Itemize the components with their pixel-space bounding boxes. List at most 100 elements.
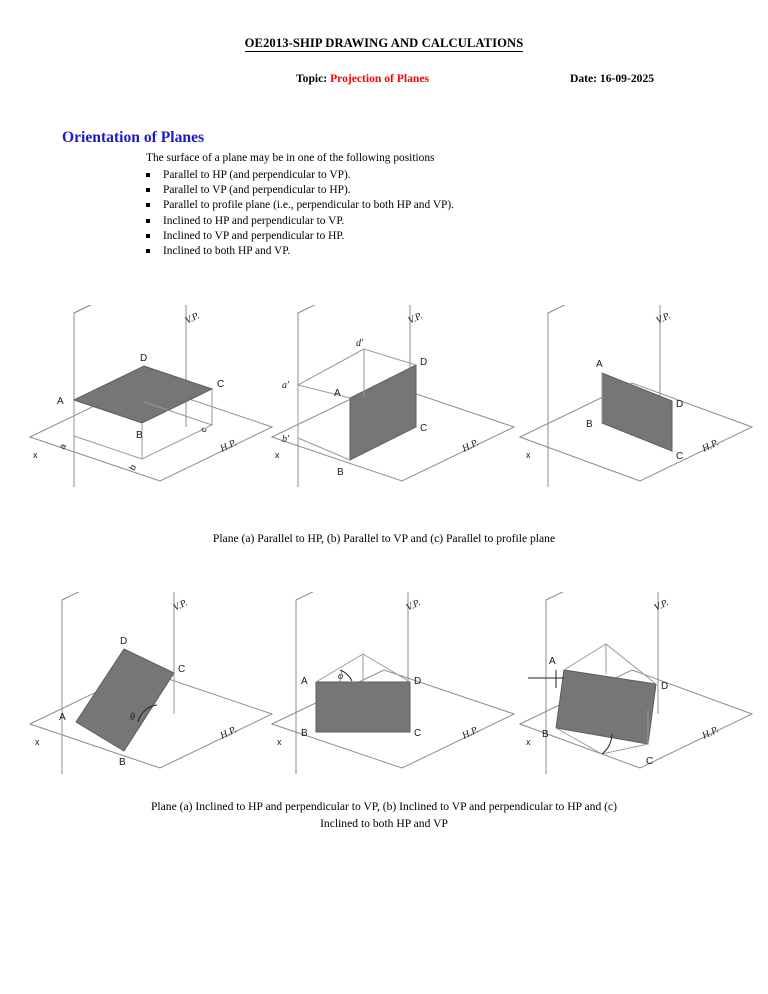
section-heading: Orientation of Planes bbox=[62, 129, 205, 146]
vertex-label-A: A bbox=[334, 388, 341, 399]
list-item: Inclined to HP and perpendicular to VP. bbox=[146, 214, 454, 229]
list-item: Parallel to VP (and perpendicular to HP)… bbox=[146, 183, 454, 198]
figure-inclined-to-both: A B C D V.P. H.P. x bbox=[506, 592, 756, 792]
vertex-label-B: B bbox=[542, 729, 549, 740]
figure-caption-row-1: Plane (a) Parallel to HP, (b) Parallel t… bbox=[212, 532, 556, 545]
figure-parallel-to-vp: A B C D a' b' d' V.P. H.P. x bbox=[268, 305, 518, 505]
vertex-label-C: C bbox=[676, 451, 683, 462]
origin-label-x: x bbox=[277, 737, 282, 747]
vertex-label-B: B bbox=[301, 728, 308, 739]
document-title: OE2013-SHIP DRAWING AND CALCULATIONS bbox=[0, 36, 768, 52]
angle-arc-theta bbox=[137, 704, 158, 723]
hp-label: H.P. bbox=[700, 437, 721, 455]
vertex-label-C: C bbox=[178, 664, 185, 675]
vertex-label-C: C bbox=[217, 379, 224, 390]
vertex-label-A: A bbox=[301, 676, 308, 687]
projection-label-b-prime: b' bbox=[282, 434, 290, 445]
angle-arc-base bbox=[601, 733, 613, 755]
shaded-plane-ABCD bbox=[555, 669, 657, 745]
list-item-label: Inclined to HP and perpendicular to VP. bbox=[163, 214, 345, 227]
shaded-plane-ABCD bbox=[315, 681, 411, 733]
origin-label-x: x bbox=[33, 450, 38, 460]
hp-label: H.P. bbox=[460, 724, 481, 742]
topic-label: Topic: bbox=[296, 72, 328, 85]
figure-inclined-to-vp: ϕ A B C D V.P. H.P. x bbox=[268, 592, 518, 792]
bullet-square-icon bbox=[146, 188, 150, 193]
projector-a-prime bbox=[297, 384, 351, 399]
vertex-label-C: C bbox=[646, 756, 653, 767]
diagram-parallel-to-vp: A B C D a' b' d' V.P. H.P. x bbox=[270, 305, 516, 487]
vertex-label-D: D bbox=[661, 681, 668, 692]
vp-trace-ad bbox=[297, 348, 365, 386]
vertex-label-B: B bbox=[136, 430, 143, 441]
hp-plane-outline bbox=[270, 382, 516, 482]
angle-label-theta: θ bbox=[130, 712, 135, 723]
bullet-square-icon bbox=[146, 218, 150, 223]
origin-label-x: x bbox=[35, 737, 40, 747]
bullet-square-icon bbox=[146, 233, 150, 238]
vertex-label-C: C bbox=[420, 423, 427, 434]
bullet-square-icon bbox=[146, 249, 150, 254]
angle-arc-phi bbox=[339, 669, 353, 682]
topic-date-row: Topic: Projection of Planes Date: 16-09-… bbox=[0, 72, 768, 90]
section-intro: The surface of a plane may be in one of … bbox=[146, 152, 435, 164]
projection-label-a-prime: a' bbox=[282, 380, 290, 391]
figure-row-1: A B C D a b c V.P. H.P. x bbox=[0, 305, 768, 505]
bullet-square-icon bbox=[146, 203, 150, 208]
vertex-label-A: A bbox=[57, 396, 64, 407]
orientation-bullet-list: Parallel to HP (and perpendicular to VP)… bbox=[146, 168, 454, 259]
angle-label-phi: ϕ bbox=[338, 671, 343, 682]
hp-label: H.P. bbox=[460, 437, 481, 455]
list-item: Parallel to profile plane (i.e., perpend… bbox=[146, 198, 454, 213]
document-title-text: OE2013-SHIP DRAWING AND CALCULATIONS bbox=[244, 36, 524, 52]
figure-parallel-to-hp: A B C D a b c V.P. H.P. x bbox=[26, 305, 276, 505]
figure-caption-row-2-line2: Inclined to both HP and VP bbox=[320, 817, 448, 830]
shaded-plane-ABCD bbox=[72, 365, 214, 424]
vp-label: V.P. bbox=[406, 310, 424, 326]
vertex-label-B: B bbox=[337, 467, 344, 478]
vertex-label-B: B bbox=[586, 419, 593, 430]
topic-value: Projection of Planes bbox=[330, 72, 430, 85]
vp-label: V.P. bbox=[652, 597, 670, 613]
list-item: Parallel to HP (and perpendicular to VP)… bbox=[146, 168, 454, 183]
vertex-label-A: A bbox=[549, 656, 556, 667]
list-item-label: Parallel to HP (and perpendicular to VP)… bbox=[163, 169, 351, 181]
list-item: Inclined to VP and perpendicular to HP. bbox=[146, 229, 454, 244]
list-item-label: Parallel to profile plane (i.e., perpend… bbox=[163, 199, 455, 212]
diagram-parallel-to-profile-plane: A B C D V.P. H.P. x bbox=[518, 305, 754, 487]
projection-label-b: b bbox=[127, 463, 138, 472]
origin-label-x: x bbox=[526, 450, 531, 460]
projector-b-prime bbox=[297, 437, 351, 461]
vp-label: V.P. bbox=[404, 597, 422, 613]
figure-row-2: θ A B C D V.P. H.P. x bbox=[0, 592, 768, 792]
shaded-plane-ABCD bbox=[75, 648, 175, 752]
vertex-label-D: D bbox=[140, 353, 147, 364]
vertex-label-B: B bbox=[119, 757, 126, 768]
figure-caption-row-2: Plane (a) Inclined to HP and perpendicul… bbox=[0, 798, 768, 832]
vertex-label-A: A bbox=[596, 359, 603, 370]
vertex-label-C: C bbox=[414, 728, 421, 739]
vertex-label-A: A bbox=[59, 712, 66, 723]
hp-label: H.P. bbox=[700, 724, 721, 742]
diagram-inclined-to-hp: θ A B C D V.P. H.P. x bbox=[28, 592, 274, 774]
projection-label-d-prime: d' bbox=[356, 338, 364, 349]
hp-plane-outline bbox=[518, 382, 754, 482]
projector-d-prime bbox=[363, 348, 417, 366]
projection-label-c: c bbox=[198, 425, 209, 434]
diagram-inclined-to-vp: ϕ A B C D V.P. H.P. x bbox=[270, 592, 516, 774]
hp-projection-outline bbox=[73, 401, 214, 460]
diagram-inclined-to-both: A B C D V.P. H.P. x bbox=[518, 592, 754, 774]
hp-label: H.P. bbox=[218, 437, 239, 455]
bullet-square-icon bbox=[146, 173, 150, 177]
shaded-plane-ABCD bbox=[349, 364, 417, 461]
origin-label-x: x bbox=[275, 450, 280, 460]
date-block: Date: 16-09-2025 bbox=[570, 72, 655, 85]
vertex-label-D: D bbox=[120, 636, 127, 647]
projection-label-a: a bbox=[57, 442, 68, 451]
figure-inclined-to-hp: θ A B C D V.P. H.P. x bbox=[26, 592, 276, 792]
figure-parallel-to-profile-plane: A B C D V.P. H.P. x bbox=[506, 305, 756, 505]
vertex-label-D: D bbox=[420, 357, 427, 368]
construction-d bbox=[362, 653, 411, 683]
topic-block: Topic: Projection of Planes bbox=[296, 72, 429, 85]
